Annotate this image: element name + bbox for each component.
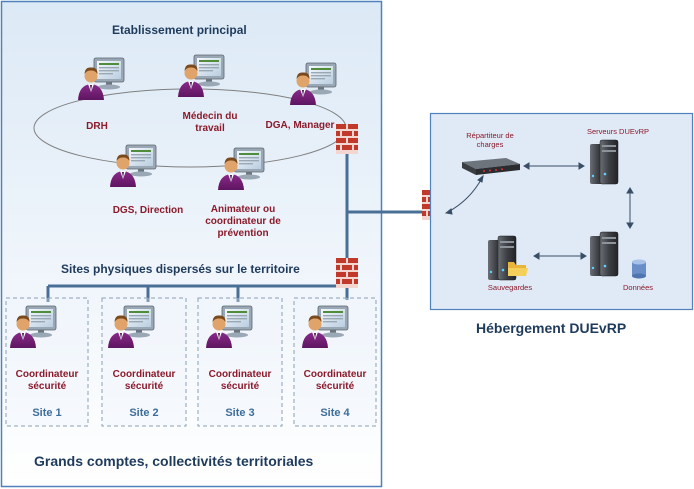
site-2-user-label: Coordinateur sécurité [112, 369, 176, 392]
server-icon [589, 231, 619, 277]
user-label-medecin: Médecin du travail [182, 111, 238, 134]
site-4-user-label: Coordinateur sécurité [303, 369, 367, 392]
hosting-title: Hébergement DUEvRP [476, 320, 627, 336]
site-2-name: Site 2 [129, 407, 159, 419]
remote-sites-title: Sites physiques dispersés sur le territo… [61, 262, 300, 276]
load-balancer-label: Répartiteur de charges [466, 131, 514, 149]
client-panel-footer: Grands comptes, collectivités territoria… [34, 453, 314, 469]
server-icon [589, 139, 619, 185]
user-label-dgs: DGS, Direction [112, 205, 184, 216]
firewall-icon [336, 124, 358, 154]
main-site-title: Etablissement principal [112, 23, 247, 37]
user-label-dga: DGA, Manager [265, 120, 335, 131]
data-label: Données [622, 283, 654, 292]
database-icon [632, 259, 646, 279]
backups-label: Sauvegardes [487, 283, 533, 292]
servers-label: Serveurs DUEvRP [586, 127, 650, 136]
firewall-icon [336, 258, 358, 288]
site-1-name: Site 1 [32, 407, 62, 419]
folder-icon [508, 262, 528, 276]
site-3-name: Site 3 [225, 407, 255, 419]
user-label-animateur: Animateur ou coordinateur de prévention [205, 204, 281, 239]
load-balancer-icon [462, 158, 520, 175]
hosting-panel [429, 112, 694, 311]
user-label-drh: DRH [86, 121, 108, 132]
hosting-links [444, 162, 634, 260]
site-4-name: Site 4 [320, 407, 350, 419]
site-1-user-label: Coordinateur sécurité [15, 369, 79, 392]
site-3-user-label: Coordinateur sécurité [208, 369, 272, 392]
